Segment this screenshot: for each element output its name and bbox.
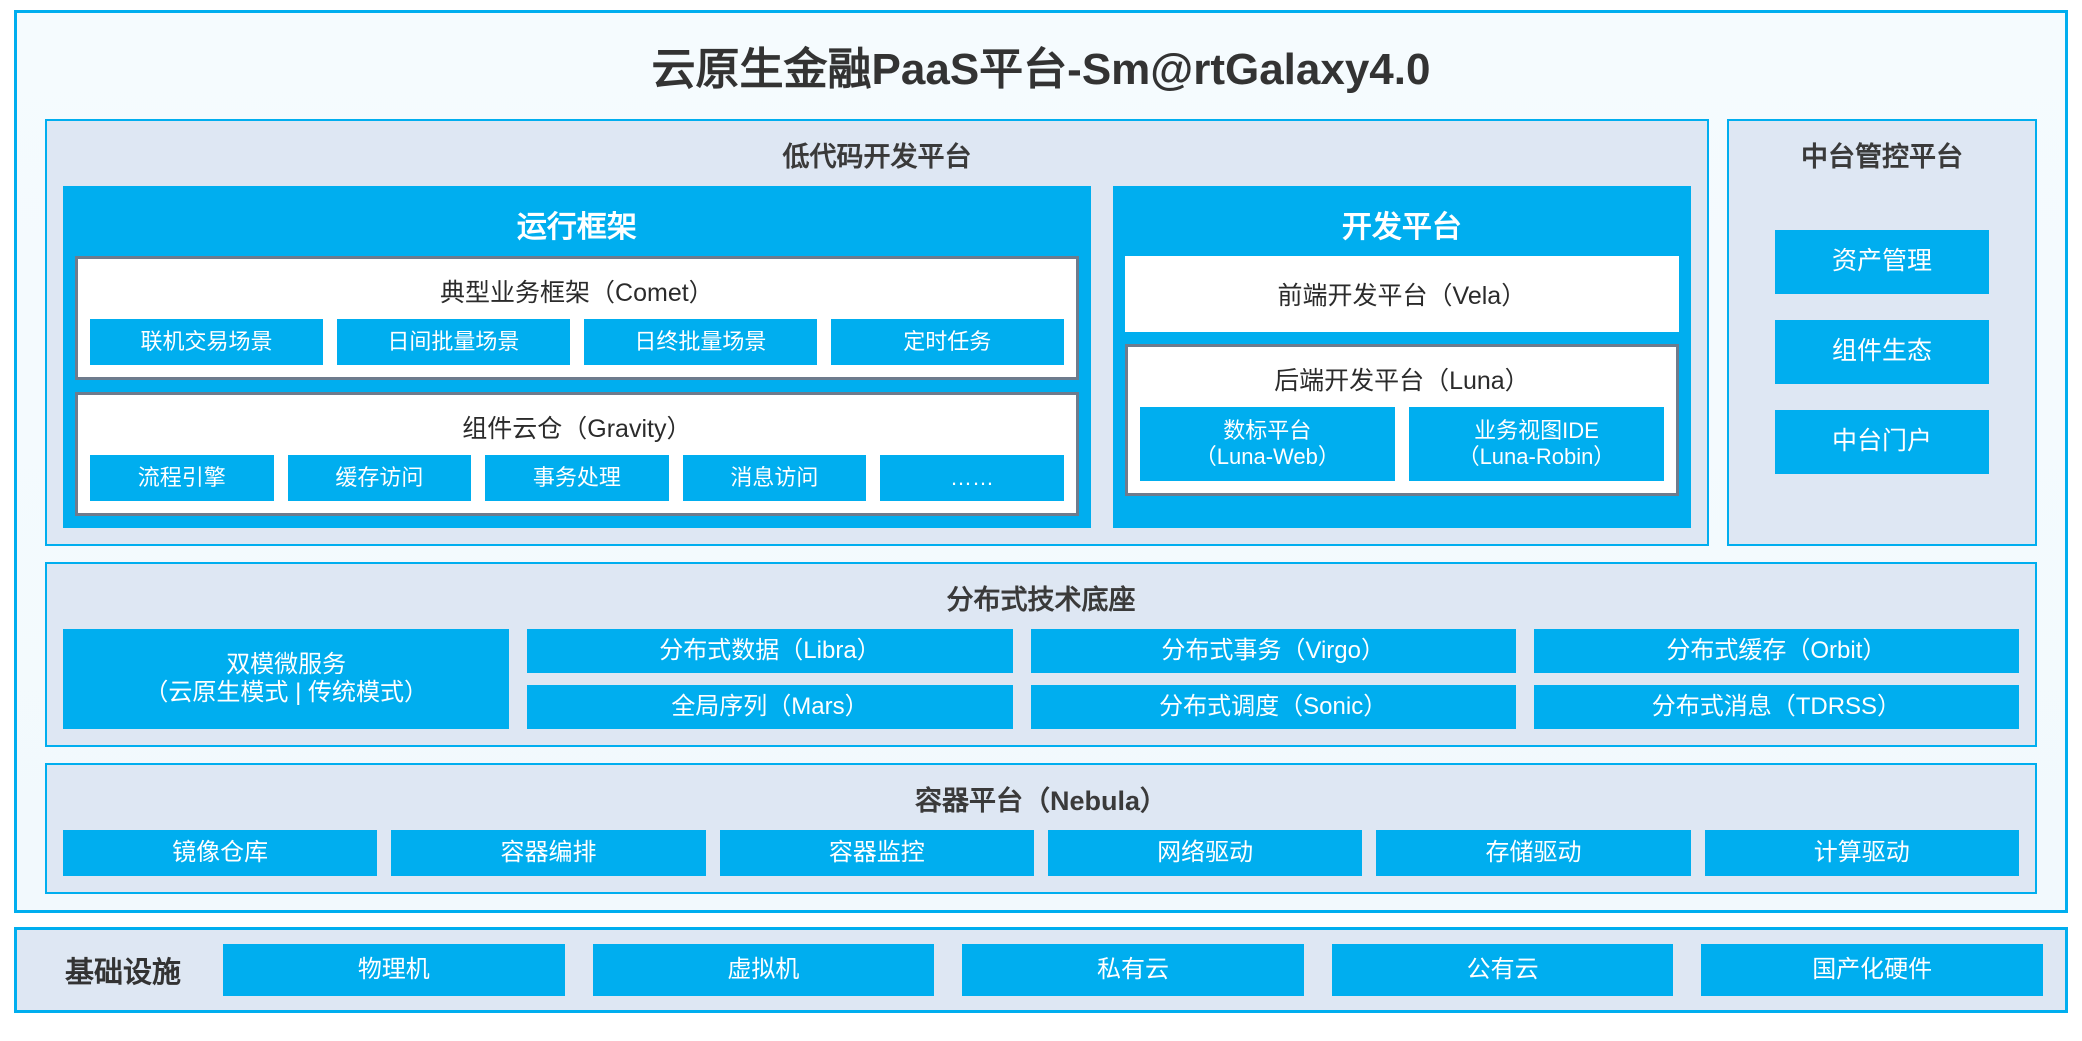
- gravity-item-transaction[interactable]: 事务处理: [485, 455, 669, 501]
- midoffice-item-asset-management[interactable]: 资产管理: [1775, 230, 1989, 294]
- luna-web-line2: （Luna-Web）: [1194, 444, 1340, 469]
- gravity-items: 流程引擎 缓存访问 事务处理 消息访问 ……: [90, 455, 1064, 501]
- dual-mode-line1: 双模微服务: [226, 650, 347, 678]
- tech-item-libra[interactable]: 分布式数据（Libra）: [527, 629, 1013, 673]
- midoffice-item-portal[interactable]: 中台门户: [1775, 410, 1989, 474]
- tech-item-virgo[interactable]: 分布式事务（Virgo）: [1030, 629, 1516, 673]
- luna-items: 数标平台 （Luna-Web） 业务视图IDE （Luna-Robin）: [1139, 407, 1664, 481]
- luna-item-luna-web[interactable]: 数标平台 （Luna-Web）: [1139, 407, 1395, 481]
- comet-item-intraday-batch[interactable]: 日间批量场景: [336, 319, 570, 365]
- container-item-image-registry[interactable]: 镜像仓库: [63, 830, 378, 876]
- infrastructure-panel: 基础设施 物理机 虚拟机 私有云 公有云 国产化硬件: [14, 927, 2068, 1013]
- top-row: 低代码开发平台 运行框架 典型业务框架（Comet） 联机交易场景 日间批量场景…: [45, 119, 2037, 546]
- infra-item-physical-machine[interactable]: 物理机: [223, 944, 565, 996]
- container-platform-panel: 容器平台（Nebula） 镜像仓库 容器编排 容器监控 网络驱动 存储驱动 计算…: [45, 763, 2037, 894]
- tech-item-sonic[interactable]: 分布式调度（Sonic）: [1030, 685, 1516, 729]
- infra-item-domestic-hardware[interactable]: 国产化硬件: [1701, 944, 2043, 996]
- tech-col-cache: 分布式缓存（Orbit） 分布式消息（TDRSS）: [1533, 629, 2019, 729]
- infra-item-private-cloud[interactable]: 私有云: [962, 944, 1304, 996]
- infra-item-public-cloud[interactable]: 公有云: [1331, 944, 1674, 996]
- container-platform-items: 镜像仓库 容器编排 容器监控 网络驱动 存储驱动 计算驱动: [63, 830, 2019, 876]
- luna-item-luna-robin[interactable]: 业务视图IDE （Luna-Robin）: [1408, 407, 1664, 481]
- comet-item-eod-batch[interactable]: 日终批量场景: [583, 319, 817, 365]
- gravity-item-more[interactable]: ……: [880, 455, 1064, 501]
- development-platform-title: 开发平台: [1341, 211, 1462, 244]
- lowcode-platform-body: 运行框架 典型业务框架（Comet） 联机交易场景 日间批量场景 日终批量场景 …: [63, 186, 1691, 528]
- gravity-card: 组件云仓（Gravity） 流程引擎 缓存访问 事务处理 消息访问 ……: [75, 392, 1079, 516]
- luna-web-line1: 数标平台: [1223, 418, 1312, 444]
- midoffice-item-component-ecosystem[interactable]: 组件生态: [1775, 320, 1989, 384]
- gravity-item-process-engine[interactable]: 流程引擎: [90, 455, 274, 501]
- backend-platform-luna-card: 后端开发平台（Luna） 数标平台 （Luna-Web） 业务视图IDE （Lu…: [1124, 344, 1679, 496]
- container-platform-title: 容器平台（Nebula）: [914, 786, 1168, 816]
- container-item-network-driver[interactable]: 网络驱动: [1047, 830, 1363, 876]
- infrastructure-label: 基础设施: [65, 957, 182, 989]
- platform-main-frame: 云原生金融PaaS平台-Sm@rtGalaxy4.0 低代码开发平台 运行框架 …: [14, 10, 2068, 913]
- runtime-framework-group: 运行框架 典型业务框架（Comet） 联机交易场景 日间批量场景 日终批量场景 …: [63, 186, 1091, 528]
- tech-item-dual-mode-microservice[interactable]: 双模微服务 （云原生模式 | 传统模式）: [63, 629, 510, 729]
- container-item-compute-driver[interactable]: 计算驱动: [1704, 830, 2019, 876]
- container-item-storage-driver[interactable]: 存储驱动: [1376, 830, 1691, 876]
- container-item-orchestration[interactable]: 容器编排: [391, 830, 706, 876]
- comet-item-scheduled-task[interactable]: 定时任务: [830, 319, 1064, 365]
- tech-base-grid: 双模微服务 （云原生模式 | 传统模式） 分布式数据（Libra） 全局序列（M…: [63, 629, 2019, 729]
- tech-col-transaction: 分布式事务（Virgo） 分布式调度（Sonic）: [1030, 629, 1516, 729]
- tech-base-panel: 分布式技术底座 双模微服务 （云原生模式 | 传统模式） 分布式数据（Libra…: [45, 562, 2037, 747]
- luna-robin-line2: （Luna-Robin）: [1457, 444, 1616, 469]
- tech-col-microservice: 双模微服务 （云原生模式 | 传统模式）: [63, 629, 510, 729]
- dual-mode-line2: （云原生模式 | 传统模式）: [144, 679, 428, 706]
- runtime-framework-title: 运行框架: [516, 211, 637, 244]
- lowcode-platform-title: 低代码开发平台: [782, 142, 972, 172]
- tech-base-title: 分布式技术底座: [946, 585, 1136, 615]
- comet-card: 典型业务框架（Comet） 联机交易场景 日间批量场景 日终批量场景 定时任务: [75, 256, 1079, 380]
- comet-item-online-trade[interactable]: 联机交易场景: [90, 319, 323, 365]
- midoffice-control-title: 中台管控平台: [1801, 142, 1963, 172]
- midoffice-items: 资产管理 组件生态 中台门户: [1745, 186, 2019, 528]
- comet-title: 典型业务框架（Comet）: [440, 279, 714, 307]
- lowcode-platform-panel: 低代码开发平台 运行框架 典型业务框架（Comet） 联机交易场景 日间批量场景…: [45, 119, 1709, 546]
- tech-item-tdrss[interactable]: 分布式消息（TDRSS）: [1533, 685, 2019, 729]
- gravity-item-cache-access[interactable]: 缓存访问: [287, 455, 472, 501]
- development-platform-group: 开发平台 前端开发平台（Vela） 后端开发平台（Luna） 数标平台 （Lun…: [1112, 186, 1691, 528]
- midoffice-control-panel: 中台管控平台 资产管理 组件生态 中台门户: [1727, 119, 2037, 546]
- tech-col-data: 分布式数据（Libra） 全局序列（Mars）: [527, 629, 1013, 729]
- backend-platform-luna-title: 后端开发平台（Luna）: [1274, 367, 1530, 395]
- infra-item-virtual-machine[interactable]: 虚拟机: [592, 944, 935, 996]
- gravity-item-message-access[interactable]: 消息访问: [682, 455, 867, 501]
- page-title: 云原生金融PaaS平台-Sm@rtGalaxy4.0: [651, 45, 1431, 94]
- tech-item-orbit[interactable]: 分布式缓存（Orbit）: [1533, 629, 2019, 673]
- container-item-monitoring[interactable]: 容器监控: [719, 830, 1034, 876]
- comet-items: 联机交易场景 日间批量场景 日终批量场景 定时任务: [90, 319, 1064, 365]
- tech-item-mars[interactable]: 全局序列（Mars）: [527, 685, 1013, 729]
- gravity-title: 组件云仓（Gravity）: [462, 415, 692, 443]
- luna-robin-line1: 业务视图IDE: [1474, 418, 1599, 444]
- frontend-platform-vela[interactable]: 前端开发平台（Vela）: [1124, 256, 1679, 332]
- infrastructure-items: 物理机 虚拟机 私有云 公有云 国产化硬件: [223, 944, 2043, 996]
